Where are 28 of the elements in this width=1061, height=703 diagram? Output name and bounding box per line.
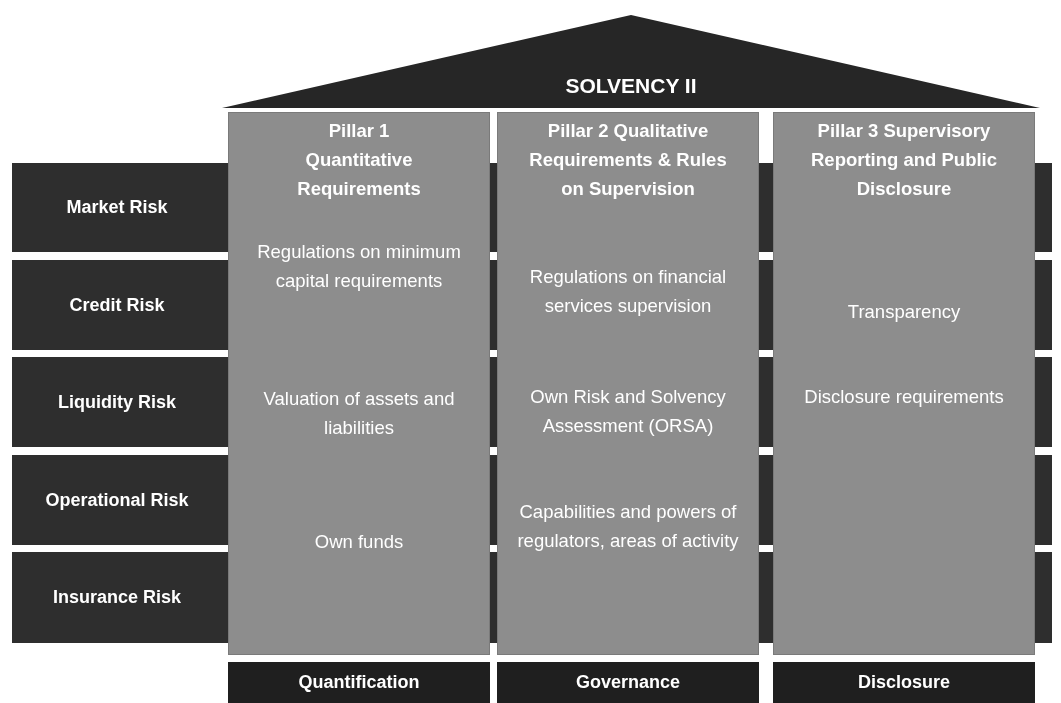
base-block: Governance: [497, 662, 759, 703]
pillar-text: Own Risk and Solvency Assessment (ORSA): [529, 385, 727, 438]
band-label: Operational Risk: [44, 488, 190, 512]
risk-band: [12, 163, 222, 252]
pillar-panel: [228, 112, 490, 655]
pillar-text: Transparency: [846, 300, 962, 324]
band-label: Credit Risk: [68, 293, 166, 317]
risk-band: [12, 357, 222, 447]
band-label: Market Risk: [65, 196, 169, 219]
pillar-heading: Pillar 3 Supervisory Reporting and Public Disclosure: [810, 119, 998, 201]
pillar-panel: [773, 112, 1035, 655]
pillar-panel: [497, 112, 759, 655]
base-block: Quantification: [228, 662, 490, 703]
pillar-text: Capabilities and powers of regulators, areas of activity: [516, 500, 740, 553]
pillar-text: Own funds: [313, 530, 405, 554]
base-block: Disclosure: [773, 662, 1035, 703]
pillar-text: Regulations on minimum capital requirements: [256, 240, 462, 293]
band-label: Liquidity Risk: [57, 390, 177, 414]
pillar-text: Regulations on financial services supervision: [528, 265, 728, 318]
pillar-text: Valuation of assets and liabilities: [262, 387, 456, 440]
band-label: Insurance Risk: [51, 586, 183, 609]
roof-title: SOLVENCY II: [565, 74, 697, 98]
risk-band: [12, 260, 222, 350]
risk-band: [12, 552, 222, 643]
pillar-heading: Pillar 2 Qualitative Requirements & Rules on Supervision: [528, 119, 728, 201]
pillar-heading: Pillar 1 Quantitative Requirements: [296, 119, 422, 201]
pillar-text: Disclosure requirements: [803, 385, 1005, 409]
risk-band: [12, 455, 222, 545]
